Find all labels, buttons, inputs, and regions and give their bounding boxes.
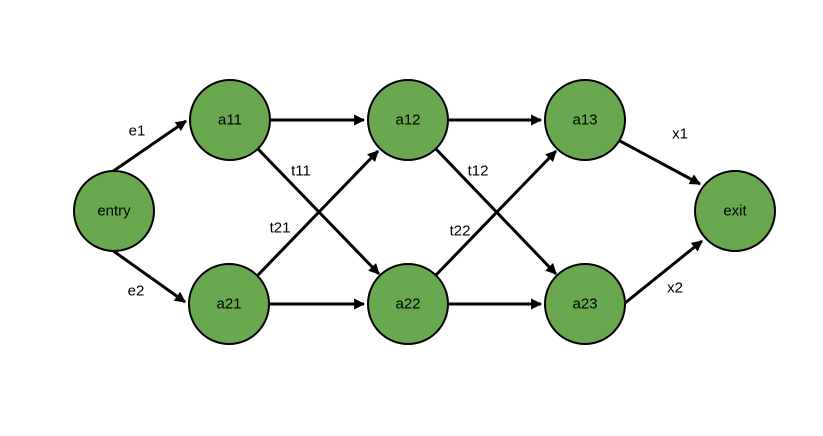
node-a21-label: a21 [216,296,241,313]
edge-label-t12: t12 [468,163,489,180]
node-entry: entry [73,170,155,252]
edge-t22-arrow [434,149,558,277]
edge-label-x1: x1 [672,126,688,143]
node-a12-circle [367,79,449,161]
node-a11-label: a11 [218,112,242,129]
edge-e1-arrow [111,119,187,174]
node-exit-circle [694,170,776,252]
node-a23: a23 [544,263,626,345]
edges-layer [111,114,703,310]
edge-label-t11: t11 [291,163,311,180]
node-a13-label: a13 [572,112,597,129]
node-a11: a11 [189,79,271,161]
node-a23-circle [544,263,626,345]
edge-label-e2: e2 [128,283,145,300]
node-a22-label: a22 [395,296,420,313]
edge-x1-arrow [619,139,701,186]
node-entry-circle [73,170,155,252]
node-a21: a21 [188,263,270,345]
edge-e2-arrow [111,248,186,304]
edge-label-t21: t21 [270,220,291,237]
edge-t21-arrow [256,149,380,277]
node-a12: a12 [367,79,449,161]
node-a12-label: a12 [395,112,420,129]
node-a21-circle [188,263,270,345]
nodes-layer: entry a11 a12 a13 a21 a22 a23 exit [73,79,776,345]
edge-label-t22: t22 [450,223,471,240]
node-a22-circle [367,263,449,345]
edge-label-x2: x2 [667,280,683,297]
node-a11-circle [189,79,271,161]
edge-x2-arrow [624,239,703,305]
node-entry-label: entry [97,203,131,220]
node-exit-label: exit [723,203,747,220]
labels-layer: e1 e2 t11 t21 t12 t22 x1 x2 [128,123,688,300]
edge-label-e1: e1 [129,123,146,140]
node-a13-circle [544,79,626,161]
node-exit: exit [694,170,776,252]
node-a23-label: a23 [572,296,597,313]
node-a13: a13 [544,79,626,161]
node-a22: a22 [367,263,449,345]
